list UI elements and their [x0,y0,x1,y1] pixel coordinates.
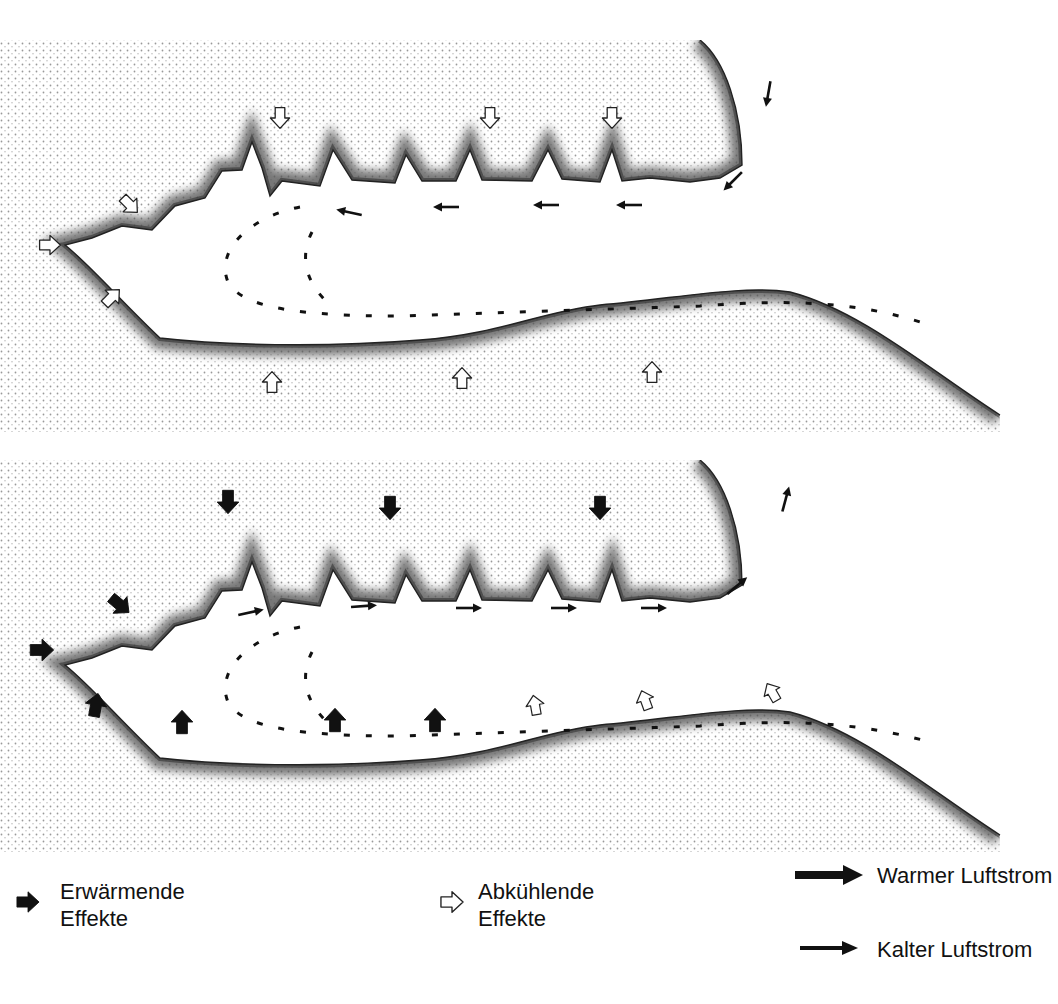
legend-label: Erwärmende Effekte [60,878,210,932]
bottom-panel [0,460,1000,870]
legend-symbols [17,865,863,955]
legend-label: Kalter Luftstrom [877,936,1052,963]
legend-label: Warmer Luftstrom [877,862,1052,889]
top-panel [0,40,1000,450]
legend-label: Abkühlende Effekte [478,878,628,932]
